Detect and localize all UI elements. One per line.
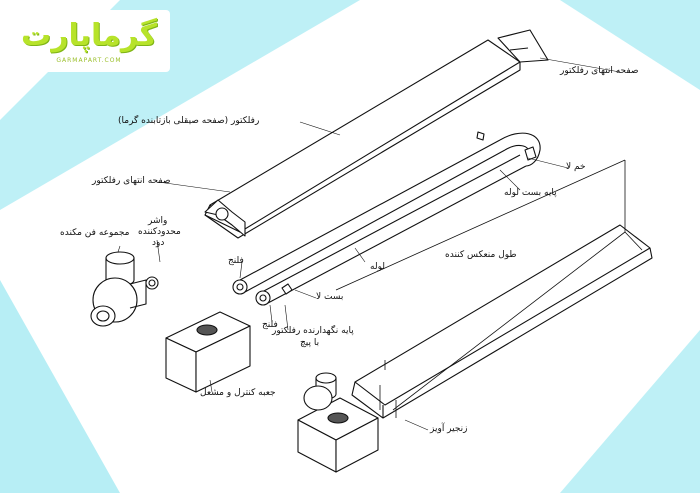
label-reflector-length: طول منعکس کننده	[445, 250, 517, 260]
fan-assembly-shape	[90, 251, 159, 327]
label-end-plate-top: صفحه انتهای رفلکتور	[560, 66, 639, 76]
label-flange-lower: فلنج	[262, 320, 278, 330]
label-damper-3: دود	[152, 238, 165, 248]
label-tube-clamp-base: پایه بست لوله	[504, 188, 557, 198]
label-hanging-chain: زنجیر آویز	[430, 424, 468, 434]
label-control-box: جعبه کنترل و مشعل	[200, 388, 276, 398]
end-plate-top	[497, 29, 549, 63]
lower-heater	[297, 224, 653, 473]
label-end-plate-left: صفحه انتهای رفلکتور	[92, 176, 171, 186]
brand-logo: گرماپارت GARMAPART.COM	[8, 10, 170, 72]
brand-tagline: GARMAPART.COM	[56, 57, 122, 64]
label-reflector-support-1: پایه نگهدارنده رفلکتور	[272, 326, 354, 336]
label-reflector: رفلکتور (صفحه صیقلی بازتابنده گرما)	[118, 116, 260, 126]
control-box-left	[165, 311, 251, 393]
label-damper-2: محدودکننده	[138, 227, 181, 237]
label-flange-upper: فلنج	[228, 256, 244, 266]
label-clamp: بست لا	[316, 292, 344, 302]
label-tube: لوله	[370, 262, 385, 272]
dimension-lines	[335, 159, 643, 418]
brand-name: گرماپارت	[21, 18, 157, 53]
label-reflector-support-2: با پیچ	[300, 338, 320, 348]
label-fan-assembly: مجموعه فن مکنده	[60, 228, 130, 238]
label-damper-1: واشر	[148, 216, 168, 226]
label-elbow: خم لا	[566, 162, 586, 172]
u-tube	[232, 131, 541, 306]
upper-reflector	[204, 39, 521, 239]
leader-lines	[117, 57, 621, 431]
